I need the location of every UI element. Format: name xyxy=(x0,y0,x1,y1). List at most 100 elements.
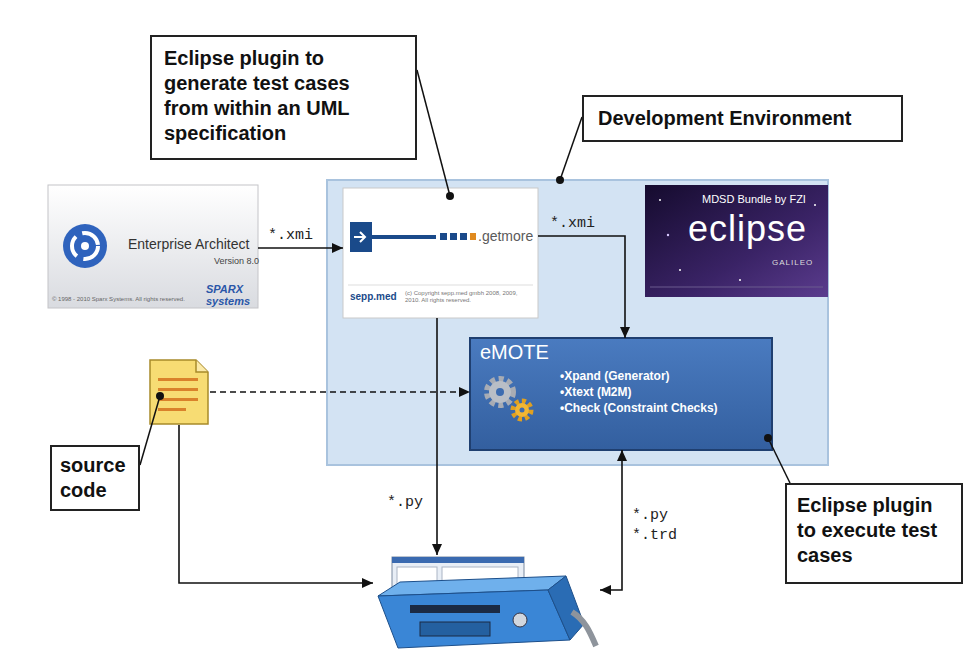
gear-hole xyxy=(520,408,525,413)
node-text: © 1998 - 2010 Sparx Systems. All rights … xyxy=(52,296,185,303)
node-text: (c) Copyright sepp.med gmbh 2008, 2009, … xyxy=(405,290,533,304)
device-slot xyxy=(410,605,500,613)
getmore-splash xyxy=(343,188,538,318)
splash-frame xyxy=(48,185,258,308)
connector-line xyxy=(538,236,625,338)
emote-box xyxy=(470,338,772,450)
environment-panel xyxy=(327,180,828,465)
ribbon-cable xyxy=(572,612,596,646)
getmore-bar xyxy=(372,235,436,239)
connector-line xyxy=(436,318,438,555)
node-text: .getmore xyxy=(478,228,533,244)
ea-splash xyxy=(48,185,258,308)
gear-teeth xyxy=(487,379,513,405)
device-panel xyxy=(420,622,490,636)
edge-label: *.xmi xyxy=(266,226,315,246)
device-side xyxy=(548,576,584,640)
device-knob xyxy=(513,613,527,627)
splash-rule xyxy=(650,287,823,288)
arrow-head xyxy=(432,544,442,555)
callout-box: Eclipse plugin to generate test cases fr… xyxy=(150,35,417,160)
node-text: •Xtext (M2M) xyxy=(560,386,632,400)
connector-line xyxy=(179,425,373,583)
getmore-square xyxy=(450,233,457,240)
arrow-head xyxy=(600,585,611,595)
arrow-head xyxy=(459,387,470,397)
eclipse-splash: MDSD Bundle by FZI eclipseGALILEO xyxy=(645,185,828,297)
edge-label: *.py *.trd xyxy=(630,506,682,546)
flow-arrow xyxy=(538,236,630,338)
connector-line xyxy=(210,391,470,393)
leader-line xyxy=(764,434,790,483)
node-text: GALILEO xyxy=(772,258,813,267)
callout-box: source code xyxy=(50,445,140,511)
ea-logo-swirl xyxy=(72,233,98,259)
document-line xyxy=(158,398,198,401)
eclipse-splash xyxy=(645,185,828,297)
connector-line xyxy=(560,117,582,180)
leader-line xyxy=(417,70,454,200)
node-text: Enterprise Architect xyxy=(128,236,249,252)
flow-arrow xyxy=(210,387,470,397)
leader-line xyxy=(556,117,582,184)
node-text: MDSD Bundle by FZI xyxy=(702,193,806,206)
hardware-device xyxy=(378,557,596,648)
node-text: eMOTE xyxy=(480,341,549,364)
node-text: SPARX systems xyxy=(206,283,256,307)
node-text: •Xpand (Generator) xyxy=(560,370,670,384)
getmore-icon xyxy=(350,222,372,252)
flow-arrow xyxy=(179,425,373,588)
arrow-head xyxy=(617,450,627,461)
star xyxy=(667,234,669,236)
gear-teeth xyxy=(513,401,531,419)
arrow-head xyxy=(332,243,343,253)
connector-line xyxy=(140,396,160,465)
getmore-square xyxy=(460,233,467,240)
connector-line xyxy=(600,450,622,590)
star xyxy=(659,199,661,201)
callout-text: source code xyxy=(60,453,130,503)
splash-frame xyxy=(343,188,538,318)
gear xyxy=(489,381,511,403)
connector-line xyxy=(258,247,343,249)
star xyxy=(739,279,741,281)
splash-frame xyxy=(645,185,828,297)
star xyxy=(814,204,816,206)
node-text: sepp.med xyxy=(350,291,397,303)
node-text: Version 8.0 xyxy=(214,256,259,266)
connector-line xyxy=(768,438,790,483)
node-text: eclipse xyxy=(688,208,807,249)
screenshot-titlebar xyxy=(392,557,524,563)
document-line xyxy=(158,378,198,381)
leader-line xyxy=(140,392,164,465)
splash-divider xyxy=(348,285,533,286)
flow-arrow xyxy=(600,450,627,595)
star xyxy=(679,269,681,271)
getmore-splash: .getmore sepp.med (c) Copyright sepp.med g… xyxy=(343,188,538,318)
callout-text: Development Environment xyxy=(598,106,851,131)
gear xyxy=(515,403,529,417)
document-line xyxy=(158,408,186,411)
document-sheet xyxy=(150,360,208,424)
document-icon xyxy=(148,358,210,425)
connector-line xyxy=(417,70,450,196)
callout-text: Eclipse plugin to generate test cases fr… xyxy=(164,46,379,146)
callout-box: Development Environment xyxy=(582,95,903,142)
leader-dot xyxy=(156,392,164,400)
flow-arrow xyxy=(432,318,442,555)
emote-frame xyxy=(470,338,772,450)
leader-dot xyxy=(446,192,454,200)
arrow-head xyxy=(362,578,373,588)
device-front xyxy=(378,590,570,648)
edge-label: *.xmi xyxy=(548,214,597,234)
emote-box: eMOTE•Xpand (Generator)•Xtext (M2M)•Chec… xyxy=(470,338,772,450)
gear-hole xyxy=(496,388,504,396)
callout-text: Eclipse plugin to execute test cases xyxy=(797,493,947,568)
getmore-square xyxy=(440,233,447,240)
document-icon xyxy=(150,360,208,424)
ea-logo-core xyxy=(81,242,89,250)
getmore-arrow xyxy=(354,232,365,242)
edge-label: *.py xyxy=(385,493,425,513)
